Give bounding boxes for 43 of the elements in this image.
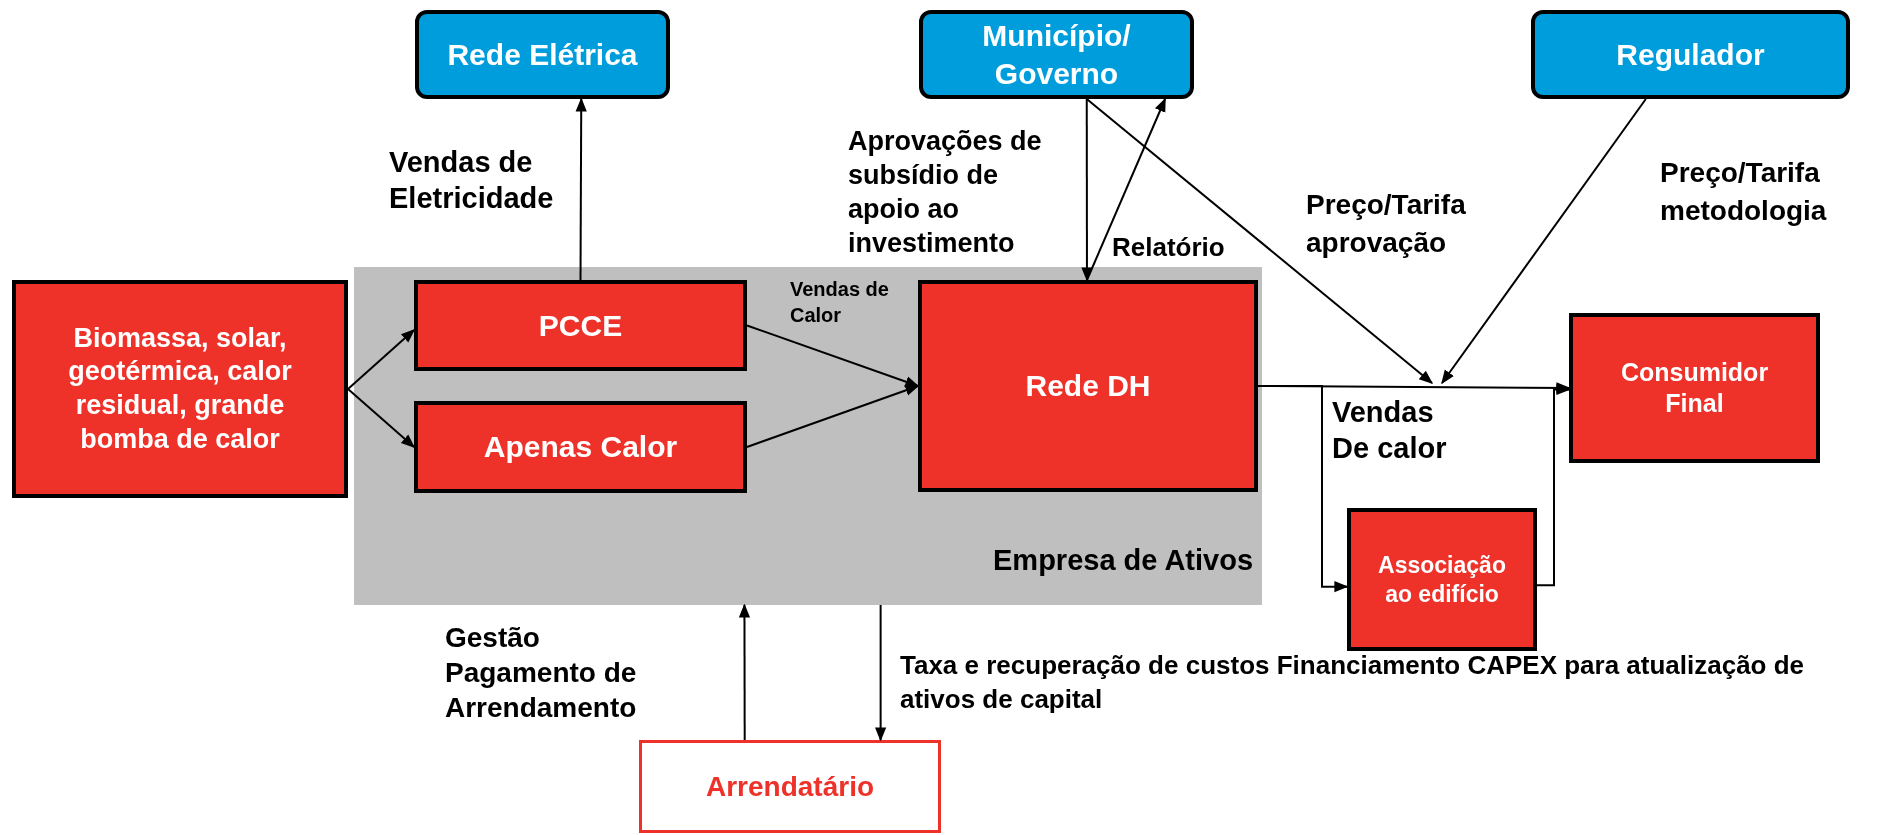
arrow <box>746 384 920 448</box>
edge-label: Vendas de Calor <box>790 277 890 328</box>
process-box <box>1569 313 1820 463</box>
box-label: Município/ Governo <box>981 18 1132 92</box>
box-label: Biomassa, solar, geotérmica, calor residual, grande bomba de calor <box>67 321 293 456</box>
box-label: Rede DH <box>1025 368 1151 405</box>
edge-label: Taxa e recuperação de custos Financiamento CAPEX para atualização de ativos de capital <box>900 649 1806 716</box>
box-label: Consumidor Final <box>1619 356 1770 419</box>
group-label: Empresa de Ativos <box>993 543 1254 578</box>
entity-box <box>919 10 1194 99</box>
edge-label: Aprovações de subsídio de apoio ao investimento <box>848 125 1043 260</box>
box-label: Associação ao edifício <box>1377 550 1507 609</box>
entity-box <box>639 740 941 833</box>
arrow <box>746 324 920 388</box>
process-box <box>918 280 1258 492</box>
arrow <box>1441 98 1647 385</box>
arrow <box>347 388 416 448</box>
entity-box <box>415 10 670 99</box>
process-box <box>414 401 747 493</box>
arrow <box>875 604 887 742</box>
process-box <box>1347 508 1537 651</box>
arrow <box>738 603 751 741</box>
arrow <box>1081 98 1093 282</box>
box-label: Arrendatário <box>705 770 874 804</box>
entity-box <box>1531 10 1850 99</box>
arrow <box>1086 97 1167 281</box>
edge-label: Preço/Tarifa aprovação <box>1306 188 1467 260</box>
edge-label: Preço/Tarifa metodologia <box>1660 156 1828 228</box>
edge-label: Relatório <box>1112 231 1226 264</box>
edge-label: Vendas De calor <box>1332 395 1448 466</box>
box-label: PCCE <box>538 307 623 344</box>
arrow <box>1085 98 1434 384</box>
process-box <box>12 280 348 498</box>
group-panel <box>354 267 1262 605</box>
arrow <box>347 329 416 390</box>
box-label: Regulador <box>1616 36 1765 73</box>
box-label: Apenas Calor <box>483 429 678 466</box>
edge-label: Vendas de Eletricidade <box>389 145 555 216</box>
arrow <box>1536 383 1571 587</box>
box-label: Rede Elétrica <box>447 36 638 73</box>
process-box <box>414 280 747 371</box>
arrow <box>575 97 587 281</box>
edge-label: Gestão Pagamento de Arrendamento <box>445 621 638 725</box>
